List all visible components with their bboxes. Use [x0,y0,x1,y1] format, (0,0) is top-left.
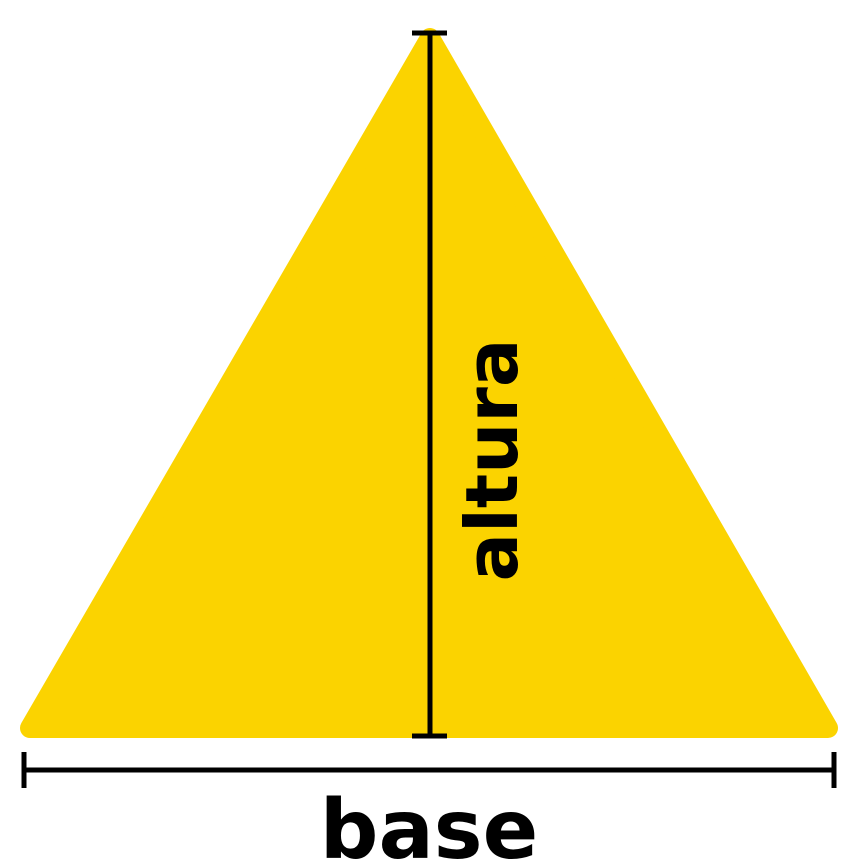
height-line [412,30,447,739]
base-line [21,752,837,788]
height-label: altura [450,338,534,581]
base-label: base [320,783,538,868]
